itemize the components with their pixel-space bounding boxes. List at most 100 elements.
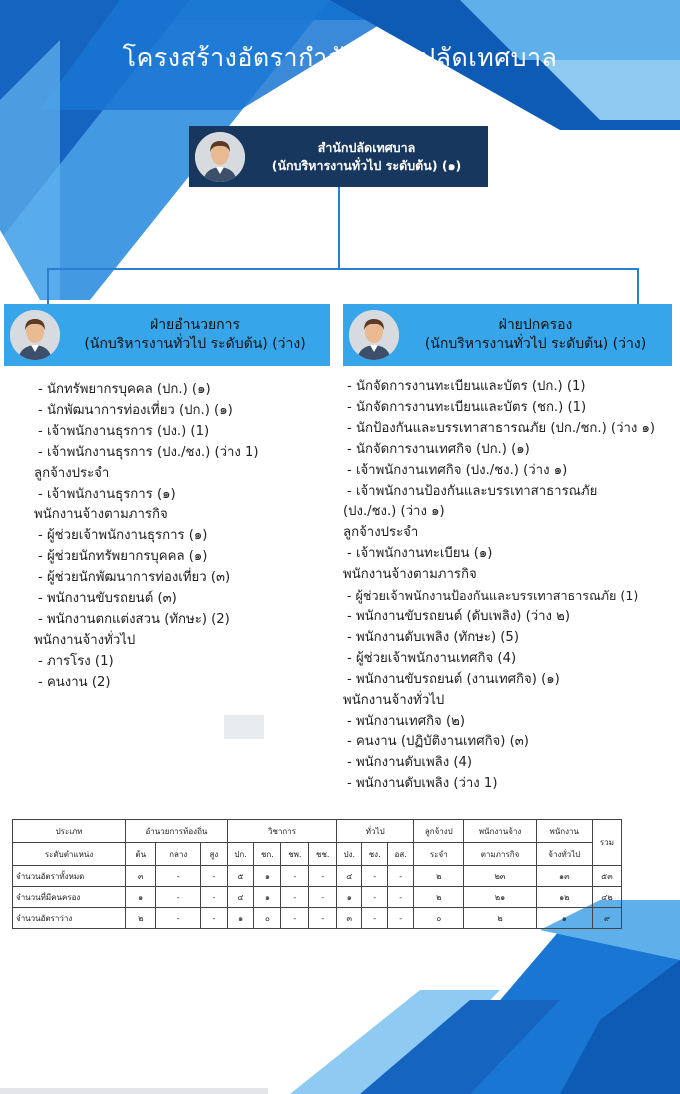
table-cell: ๙ — [591, 907, 623, 929]
table-cell: ๔ — [226, 886, 255, 908]
table-cell: ๒ — [413, 886, 465, 908]
head-title: สำนักปลัดเทศบาล — [317, 139, 416, 155]
table-cell: ๕๓ — [591, 865, 623, 887]
list-item: - เจ้าพนักงานธุรการ (๑) — [38, 486, 176, 502]
list-item: - เจ้าพนักงานเทศกิจ (ปง./ชง.) (ว่าง ๑) — [347, 462, 568, 478]
table-cell: - — [308, 886, 338, 908]
governance-division-box: ฝ่ายปกครอง (นักบริหารงานทั่วไป ระดับต้น)… — [343, 304, 672, 366]
table-cell: - — [308, 865, 338, 887]
table-cell: ๑ — [535, 907, 593, 929]
table-cell: - — [387, 907, 415, 929]
table-cell: ๑ — [226, 907, 255, 929]
list-item: - ผู้ช่วยเจ้าพนักงานธุรการ (๑) — [38, 528, 208, 544]
list-item: - คนงาน (ปฏิบัติงานเทศกิจ) (๓) — [347, 734, 529, 750]
table-cell: ๓ — [336, 907, 363, 929]
person-avatar-icon — [10, 310, 60, 360]
table-row: จำนวนอัตราทั้งหมด ๓ - - ๕ ๑ - - ๔ - - ๒ … — [11, 865, 623, 887]
table-cell: - — [308, 907, 338, 929]
table-header-cell: พนักงานจ้าง — [463, 819, 537, 843]
governance-division-staff-list: - นักจัดการงานทะเบียนและบัตร (ปก.) (1) -… — [343, 377, 679, 795]
table-cell: ๑๒ — [535, 886, 593, 908]
table-cell: - — [387, 886, 415, 908]
table-cell: ๒ — [463, 907, 537, 929]
table-header-cell: ทั่วไป — [336, 819, 415, 843]
table-cell: - — [200, 907, 228, 929]
list-item: - เจ้าพนักงานป้องกันและบรรเทาสาธารณภัย — [347, 483, 598, 499]
table-cell: ๑๓ — [535, 865, 593, 887]
head-subtitle: (นักบริหารงานทั่วไป ระดับต้น) (๑) — [271, 157, 462, 173]
list-item: - นักจัดการงานเทศกิจ (ปก.) (๑) — [347, 441, 530, 457]
list-group-heading: พนักงานจ้างตามภารกิจ — [34, 507, 168, 523]
table-cell: ๑ — [125, 886, 157, 908]
list-item: - พนักงานตกแต่งสวน (ทักษะ) (2) — [38, 611, 230, 627]
table-cell: - — [280, 907, 310, 929]
list-item: - เจ้าพนักงานธุรการ (ปง.) (1) — [38, 423, 210, 439]
table-header-cell: ลูกจ้างป — [413, 819, 465, 843]
table-header-cell: รวม — [591, 819, 623, 866]
table-cell: ๐ — [253, 907, 282, 929]
table-header-cell: กลาง — [155, 842, 202, 866]
table-header-row: ระดับตำแหน่ง ต้น กลาง สูง ปก. ชก. ชพ. ชช… — [11, 842, 622, 866]
table-header-cell: ปก. — [226, 842, 255, 866]
table-cell: ๑ — [253, 865, 282, 887]
table-cell: ๕ — [226, 865, 255, 887]
list-item: - เจ้าพนักงานทะเบียน (๑) — [347, 546, 493, 562]
list-item: - พนักงานดับเพลิง (4) — [347, 755, 473, 771]
table-row: จำนวนอัตราว่าง ๒ - - ๑ ๐ - - ๓ - - ๐ ๒ ๑… — [11, 907, 623, 929]
admin-division-staff-list: - นักทรัพยากรบุคคล (ปก.) (๑) - นักพัฒนาก… — [34, 380, 334, 694]
staffing-summary-table: ประเภท อำนวยการท้องถิ่น วิชาการ ทั่วไป ล… — [11, 819, 623, 929]
table-cell: - — [155, 886, 202, 908]
table-header-cell: จ้างทั่วไป — [535, 842, 593, 866]
list-item: - นักป้องกันและบรรเทาสาธารณภัย (ปก./ชก.)… — [347, 420, 656, 436]
admin-division-subtitle: (นักบริหารงานทั่วไป ระดับต้น) (ว่าง) — [84, 336, 306, 352]
list-item: - พนักงานดับเพลิง (ทักษะ) (5) — [347, 629, 519, 645]
table-row-label: จำนวนที่มีคนครอง — [11, 886, 127, 908]
table-header-cell: ระจำ — [413, 842, 465, 866]
head-position-box: สำนักปลัดเทศบาล (นักบริหารงานทั่วไป ระดั… — [189, 126, 488, 187]
table-cell: - — [200, 886, 228, 908]
table-cell: - — [361, 886, 389, 908]
table-header-cell: วิชาการ — [226, 819, 338, 843]
table-header-cell: พนักงาน — [535, 819, 593, 843]
table-cell: ๑ — [253, 886, 282, 908]
table-header-cell: ชพ. — [280, 842, 310, 866]
background-top-shapes — [0, 0, 680, 300]
table-header-cell: ชง. — [361, 842, 389, 866]
table-cell: ๒ — [413, 865, 465, 887]
page-title: โครงสร้างอัตรากำลังสำนักปลัดเทศบาล — [122, 43, 558, 72]
list-item: - ผู้ช่วยนักทรัพยากรบุคคล (๑) — [38, 549, 208, 565]
table-cell: - — [200, 865, 228, 887]
background-bottom-shapes — [290, 900, 680, 1094]
list-item: - นักจัดการงานทะเบียนและบัตร (ปก.) (1) — [347, 379, 586, 394]
connector-left-drop — [47, 268, 49, 304]
connector-right-drop — [637, 268, 639, 304]
list-group-heading: พนักงานจ้างทั่วไป — [34, 632, 136, 648]
table-cell: ๓ — [125, 865, 157, 887]
table-cell: ๔๒ — [591, 886, 623, 908]
table-header-cell: ต้น — [125, 842, 157, 866]
list-item: - ผู้ช่วยเจ้าพนักงานเทศกิจ (4) — [347, 650, 517, 666]
table-header-cell: ชช. — [308, 842, 338, 866]
table-cell: - — [361, 907, 389, 929]
list-item: - นักจัดการงานทะเบียนและบัตร (ชก.) (1) — [347, 399, 587, 415]
table-header-cell: อส. — [387, 842, 415, 866]
table-header-cell: ตามภารกิจ — [463, 842, 537, 866]
table-cell: ๔ — [336, 865, 363, 887]
list-item: - ผู้ช่วยเจ้าพนักงานป้องกันและบรรเทาสาธา… — [347, 588, 639, 604]
table-cell: ๐ — [413, 907, 465, 929]
list-item: - ผู้ช่วยนักพัฒนาการท่องเที่ยว (๓) — [38, 570, 231, 586]
table-cell: ๒ — [125, 907, 157, 929]
table-header-cell: ปง. — [336, 842, 363, 866]
list-group-heading: ลูกจ้างประจำ — [343, 525, 419, 541]
bottom-bar — [0, 1088, 268, 1094]
list-item: - นักทรัพยากรบุคคล (ปก.) (๑) — [38, 382, 211, 397]
table-header-cell: สูง — [200, 842, 228, 866]
table-header-cell: ชก. — [253, 842, 282, 866]
table-cell: - — [155, 907, 202, 929]
person-avatar-icon — [195, 131, 245, 182]
list-group-heading: พนักงานจ้างตามภารกิจ — [343, 567, 477, 583]
table-cell: ๒๑ — [463, 886, 537, 908]
governance-division-title: ฝ่ายปกครอง — [498, 317, 573, 333]
admin-division-title: ฝ่ายอำนวยการ — [149, 317, 241, 333]
list-item: - ภารโรง (1) — [38, 653, 114, 669]
